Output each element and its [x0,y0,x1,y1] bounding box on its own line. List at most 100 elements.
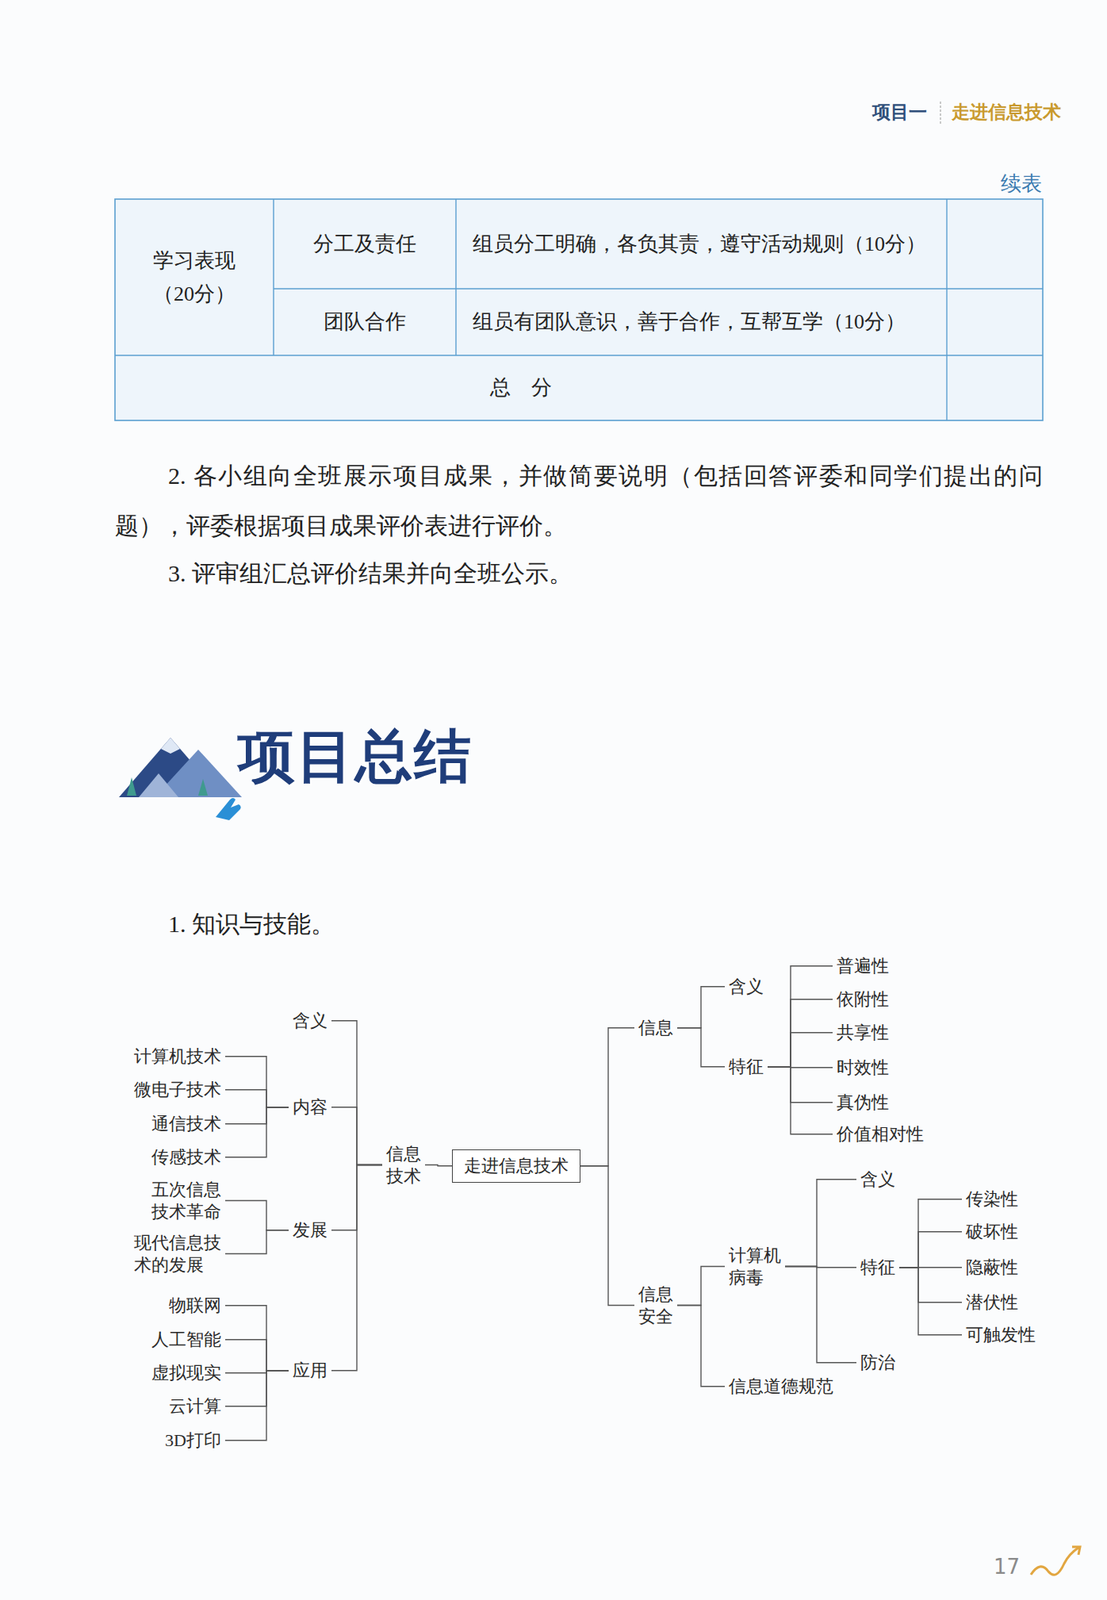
map-node: 潜伏性 [961,1289,1023,1315]
map-node: 传感技术 [147,1144,226,1170]
tree-connector [767,1032,833,1067]
node-text: 人工智能 [151,1328,222,1351]
node-text: 计算机技术 [134,1045,222,1068]
tree-connector [767,965,833,1067]
node-text: 应用 [292,1359,328,1382]
table-rule [273,287,1043,289]
tree-connector [899,1267,962,1335]
mountain [138,773,179,797]
map-node: 时效性 [832,1054,893,1081]
node-text: 真伪性 [836,1091,889,1114]
tree-connector [767,1066,833,1103]
node-text: 计算机病毒 [728,1244,782,1288]
tree-connector [225,1200,289,1230]
body-paragraph: 2. 各小组向全班展示项目成果，并做简要说明（包括回答评委和同学们提出的问题），… [114,450,1043,551]
node-text: 价值相对性 [836,1122,924,1146]
map-node: 云计算 [164,1393,226,1419]
tree-connector [767,1066,833,1134]
table-rule [946,199,947,421]
tree-connector [677,986,725,1028]
map-node: 依附性 [832,986,893,1012]
node-text: 依附性 [836,988,889,1011]
body-paragraph: 3. 评审组汇总评价结果并向全班公示。 [114,547,1043,598]
node-text: 防治 [860,1351,896,1374]
node-text: 3D打印 [164,1428,222,1452]
map-node: 信息 [634,1015,678,1041]
tree-connector [225,1229,289,1254]
tree-connector [225,1089,289,1107]
node-text: 可触发性 [965,1323,1036,1346]
tree-connector [331,1107,383,1165]
map-node: 信息技术 [382,1141,426,1188]
tree-connector [225,1107,289,1124]
map-node: 含义 [288,1007,332,1034]
tree [198,778,208,796]
table-continued: 续表 [1000,169,1042,198]
node-text: 时效性 [836,1056,889,1079]
map-node: 传染性 [961,1186,1023,1212]
table-cell: 学习表现 （20分） [118,202,270,353]
map-node: 虚拟现实 [147,1359,226,1386]
header-separator [939,101,942,124]
node-text: 五次信息技术革命 [151,1178,222,1222]
tree-connector [899,1198,962,1268]
tree-connector [677,1027,725,1067]
node-text: 走进信息技术 [463,1154,569,1177]
tree-connector [899,1267,962,1303]
map-node: 五次信息技术革命 [147,1176,226,1224]
header-title: 走进信息技术 [951,99,1062,125]
node-text: 隐蔽性 [965,1256,1019,1279]
header-part: 项目一 [872,99,927,125]
node-text: 微电子技术 [134,1078,222,1101]
tree-connector [225,1370,289,1441]
table-cell: 团队合作 [277,291,452,353]
mountain-snow [160,737,181,754]
node-text: 潜伏性 [965,1290,1019,1314]
map-node: 物联网 [164,1292,226,1318]
page-number: 17 [993,1554,1020,1579]
page-swirl [1030,1547,1079,1575]
node-text: 现代信息技术的发展 [134,1231,222,1276]
node-text: 发展 [292,1218,328,1242]
tree-connector [899,1231,962,1268]
tree-connector [677,1305,725,1387]
map-node: 特征 [724,1053,768,1080]
node-text: 信息安全 [638,1283,674,1327]
node-text: 信息道德规范 [728,1375,834,1398]
node-text: 含义 [728,975,764,998]
map-node: 通信技术 [147,1110,226,1137]
tree [126,777,137,796]
map-node: 现代信息技术的发展 [130,1229,226,1277]
title-underline [118,798,492,801]
tree-connector [331,1164,383,1371]
hand-cursor [215,797,242,820]
map-node: 真伪性 [832,1089,893,1115]
tree-connector [225,1056,289,1107]
node-text: 信息 [638,1016,674,1039]
table-cell: 组员分工明确，各负其责，遵守活动规则（10分） [459,202,944,287]
table-cell: 总分 [118,357,944,418]
map-node: 人工智能 [147,1326,226,1353]
map-node: 发展 [288,1217,332,1243]
table-cell: 组员有团队意识，善于合作，互帮互学（10分） [459,291,944,353]
tree-connector [580,1165,635,1306]
cell-text: 学习表现 （20分） [142,244,246,311]
page-swirl [1072,1546,1081,1555]
tree-connector [677,1266,725,1306]
map-node: 应用 [288,1357,332,1383]
node-text: 信息技术 [386,1142,422,1187]
tree-connector [225,1370,289,1406]
map-node: 含义 [724,973,768,1000]
page-title: 项目总结 [237,727,473,786]
tree-connector [225,1305,289,1371]
table-rule [114,354,1043,356]
tree-connector [580,1027,635,1166]
node-text: 云计算 [168,1394,222,1418]
node-text: 传染性 [965,1187,1019,1211]
table-rule [272,199,274,356]
map-node: 可触发性 [961,1321,1040,1348]
map-node: 破坏性 [961,1218,1023,1245]
map-node: 内容 [288,1094,332,1120]
map-node: 微电子技术 [130,1076,226,1103]
node-text: 特征 [860,1256,896,1279]
